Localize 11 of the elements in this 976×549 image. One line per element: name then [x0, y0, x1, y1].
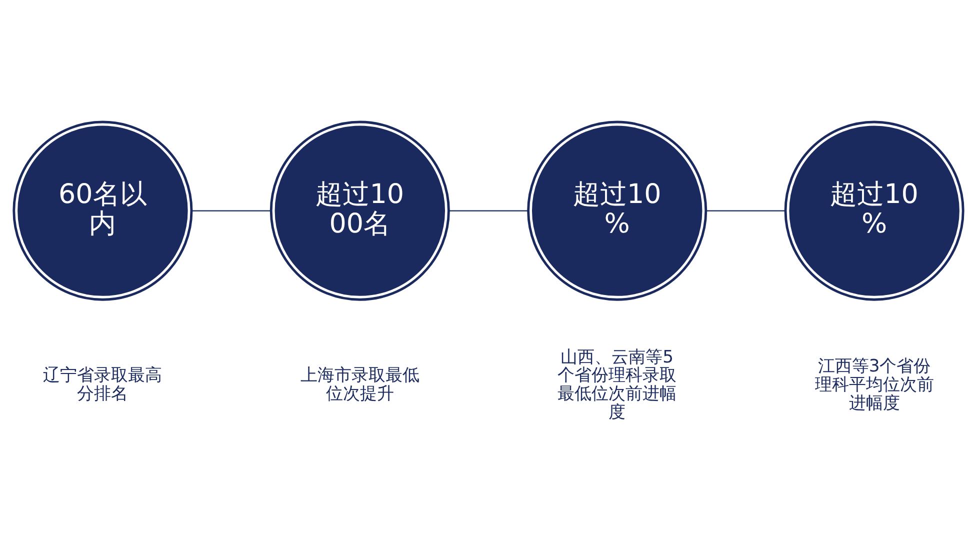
node-label: 辽宁省录取最高分排名 [42, 366, 162, 404]
connector [448, 210, 528, 212]
node-label: 上海市录取最低位次提升 [300, 366, 419, 404]
connector [706, 210, 785, 212]
node-label: 山西、云南等5个省份理科录取最低位次前进幅度 [557, 347, 676, 422]
node-label: 江西等3个省份理科平均位次前进幅度 [814, 356, 934, 414]
node-circle: 60名以内 [12, 120, 192, 301]
node-circle: 超过10% [526, 120, 707, 301]
node-circle: 超过10% [784, 120, 964, 301]
node-circle: 超过1000名 [269, 120, 450, 301]
connector [191, 210, 270, 212]
